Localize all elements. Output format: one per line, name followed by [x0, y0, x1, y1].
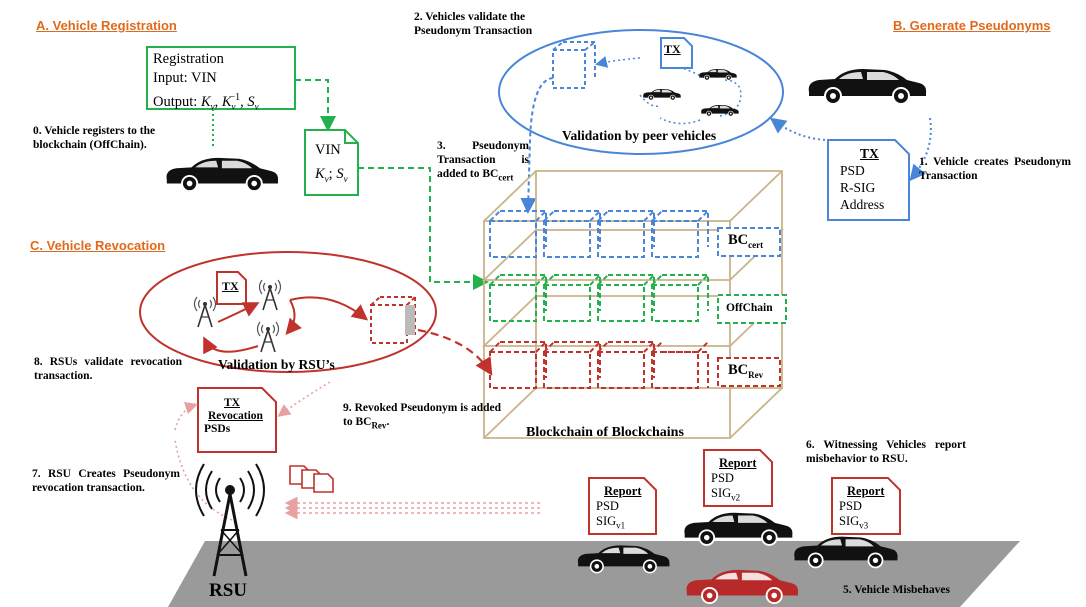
registration-car — [165, 156, 280, 193]
registration-box-text: Registration Input: VIN Output: Kv, Kv−1… — [153, 50, 259, 117]
section-vehicle-registration: A. Vehicle Registration — [36, 18, 177, 33]
revocation-tx-title: TX — [224, 397, 240, 409]
registration-to-vin-arrow — [295, 79, 336, 132]
vin-document — [304, 129, 359, 196]
step-6-text: 6. Witnessing Vehicles report misbehavio… — [806, 439, 966, 465]
peer-validation-label: Validation by peer vehicles — [562, 128, 717, 143]
pseudonym-tx-line-psd: PSD — [840, 163, 865, 178]
report-to-rsu-arrows — [284, 496, 540, 520]
registration-title: Registration — [153, 51, 224, 67]
step-2-text: 2. Vehicles validate the Pseudonym Trans… — [414, 11, 533, 37]
offchain-label-box — [717, 294, 787, 324]
revocation-tx-subtitle: Revocation — [208, 410, 263, 422]
rsu-tower — [195, 463, 265, 577]
step-3-text: 3. Pseudonym Transaction is added to BCc… — [437, 140, 529, 183]
bccert-label: BCcert — [728, 232, 764, 250]
bccert-chain — [489, 210, 709, 258]
rsu-tx-label: TX — [222, 279, 239, 293]
step-0-text: 0. Vehicle registers to the blockchain (… — [33, 125, 156, 151]
pseudonym-tx-line-address: Address — [840, 197, 885, 212]
report-1-text: Report PSD SIGv1 — [596, 484, 642, 531]
incoming-reports-icon — [289, 465, 334, 493]
rsu-label: RSU — [209, 580, 248, 601]
offchain-chain — [489, 274, 709, 322]
section-generate-pseudonyms: B. Generate Pseudonyms — [893, 18, 1051, 33]
vin-to-offchain-arrow — [358, 167, 489, 290]
step-7-text: 7. RSU Creates Pseudonym revocation tran… — [32, 468, 180, 494]
rsu-validation-label: Validation by RSU’s — [218, 357, 335, 372]
step-5-text: 5. Vehicle Misbehaves — [843, 584, 951, 596]
report-3-text: Report PSD SIGv3 — [839, 484, 885, 531]
rsu-tx-icon — [216, 271, 247, 305]
report-doc-1 — [588, 477, 657, 535]
step-9-text: 9. Revoked Pseudonym is added to BCRev. — [343, 402, 501, 431]
pseudonym-tx-line-rsig: R-SIG — [840, 180, 876, 195]
rsu-to-bcrev-arrow — [417, 328, 493, 376]
bcrev-chain — [489, 341, 709, 389]
road-car-2 — [683, 511, 794, 546]
peer-validation-ellipse — [498, 29, 784, 155]
vin-title: VIN — [315, 142, 341, 158]
revocation-tx-document — [197, 387, 277, 453]
pseudonym-tx-text: TX PSD R-SIG Address — [840, 145, 884, 213]
section-vehicle-revocation: C. Vehicle Revocation — [30, 238, 166, 253]
vin-doc-text: VIN Kv; Sv — [315, 138, 348, 191]
registration-input: Input: VIN — [153, 70, 217, 86]
validation-to-bccert-arrow — [520, 77, 554, 214]
blockchain-of-blockchains-caption: Blockchain of Blockchains — [526, 425, 684, 440]
bccert-label-box — [717, 227, 781, 257]
peer-tx-label: TX — [664, 42, 681, 56]
report-doc-3 — [831, 477, 901, 535]
report-2-text: Report PSD SIGv2 — [711, 456, 757, 503]
peer-tx-icon — [660, 37, 693, 69]
step-1-text: 1. Vehicle creates Pseudonym Transaction — [919, 156, 1071, 182]
rsu-validation-ellipse — [139, 251, 437, 373]
bcrev-label: BCRev — [728, 362, 764, 380]
registration-box — [146, 46, 296, 110]
pseudonym-tx-title: TX — [860, 146, 879, 161]
offchain-label: OffChain — [726, 302, 773, 314]
pseudonym-tx-document — [827, 139, 910, 221]
revocation-tx-text: TX Revocation PSDs — [204, 397, 263, 436]
registration-output: Output: Kv, Kv−1, Sv — [153, 92, 259, 112]
bcrev-label-box — [717, 357, 781, 387]
step-8-text: 8. RSUs validate revocation transaction. — [34, 356, 182, 382]
revocation-tx-psds: PSDs — [204, 423, 231, 435]
report-doc-2 — [703, 449, 773, 507]
vin-keys: Kv; Sv — [315, 166, 348, 184]
